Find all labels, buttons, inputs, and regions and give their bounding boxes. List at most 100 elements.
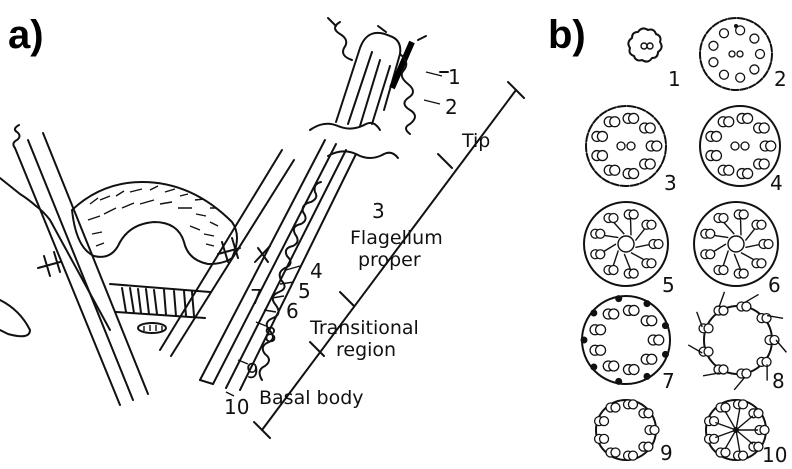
microtubule-doublet [640, 159, 656, 169]
dot [734, 24, 738, 28]
central-microtubule [627, 142, 635, 150]
fibre [719, 292, 724, 307]
left-basal-body [0, 125, 148, 405]
cross-section-1: 1 [628, 28, 680, 91]
cross-section-5: 5 [584, 202, 675, 297]
section-number: 4 [770, 171, 783, 195]
microtubule-triplet [714, 365, 728, 374]
microtubule-triplet [595, 434, 609, 443]
microtubule [709, 58, 718, 67]
microtubule [720, 70, 729, 79]
microtubule-doublet [737, 169, 753, 179]
microtubule-doublet [624, 269, 638, 278]
microtubule-triplet [705, 434, 719, 443]
transition-fibre [644, 300, 651, 307]
microtubule-doublet [642, 259, 656, 268]
central-microtubule [737, 51, 743, 57]
section-number: 5 [662, 273, 675, 297]
microtubule-doublet [701, 229, 715, 238]
microtubule-triplet [734, 400, 748, 409]
microtubule-triplet [624, 451, 638, 460]
level-number: 10 [224, 395, 249, 419]
panel-a-label: a) [8, 13, 44, 57]
region-label-tip: Tip [461, 130, 490, 152]
microtubule-doublet [624, 210, 638, 219]
microtubule-doublet [648, 335, 664, 345]
region-label-line: proper [358, 249, 421, 271]
fibre [703, 373, 719, 376]
section-number: 8 [772, 369, 785, 393]
spoke [613, 250, 618, 266]
level-number: 9 [246, 359, 259, 383]
transition-fibre [590, 310, 597, 317]
microtubule-doublet [623, 305, 639, 315]
microtubule-triplet [606, 403, 620, 412]
fibre [776, 340, 786, 352]
central-microtubule [741, 142, 749, 150]
microtubule-doublet [714, 265, 728, 274]
level-number: 7 [250, 285, 263, 309]
microtubule-doublet [604, 265, 618, 274]
level-number: 4 [310, 259, 323, 283]
level-number: 8 [264, 323, 277, 347]
microtubule-doublet [590, 345, 606, 355]
hub [733, 427, 739, 433]
basal-apparatus [38, 182, 240, 333]
section-number: 1 [668, 67, 681, 91]
microtubule [750, 65, 759, 74]
hub [728, 236, 744, 252]
microtubule-doublet [752, 259, 766, 268]
section-number: 10 [762, 443, 787, 467]
microtubule-doublet [706, 131, 722, 141]
fibre [697, 312, 703, 327]
fibre [745, 294, 759, 302]
microtubule-doublet [714, 214, 728, 223]
microtubule [750, 34, 759, 43]
transition-fibre [615, 378, 622, 385]
spoke [624, 254, 630, 270]
transition-fibre [581, 337, 588, 344]
section-number: 9 [660, 441, 673, 465]
microtubule-triplet [757, 314, 771, 323]
cross-section-10: 10 [705, 400, 788, 467]
microtubule-doublet [603, 309, 619, 319]
microtubule-triplet [714, 306, 728, 315]
microtubule-doublet [604, 214, 618, 223]
region-label-line: Flagellum [350, 227, 443, 249]
spoke [613, 221, 624, 234]
microtubule-doublet [592, 151, 608, 161]
microtubule-doublet [737, 113, 753, 123]
microtubule [756, 50, 765, 59]
cross-section-4: 4 [700, 106, 783, 195]
level-number: 3 [372, 199, 385, 223]
microtubule-doublet [603, 361, 619, 371]
microtubule [720, 29, 729, 38]
region-label-basal-body: Basal body [259, 387, 364, 409]
central-microtubule [731, 142, 739, 150]
central-microtubule [617, 142, 625, 150]
microtubule-triplet [749, 442, 763, 451]
microtubule-doublet [759, 240, 773, 249]
microtubule-triplet [624, 400, 638, 409]
transition-fibre [644, 373, 651, 380]
panel-b-label: b) [548, 13, 586, 57]
microtubule-triplet [595, 417, 609, 426]
microtubule-doublet [701, 250, 715, 259]
microtubule-triplet [705, 417, 719, 426]
transition-fibre [662, 351, 669, 358]
region-label-line: Transitional [309, 317, 419, 339]
cross-section-6: 6 [694, 202, 781, 297]
transition-fibre [662, 322, 669, 329]
microtubule-doublet [754, 159, 770, 169]
cross-section-7: 7 [581, 295, 675, 393]
microtubule-doublet [623, 169, 639, 179]
microtubule-doublet [591, 250, 605, 259]
cross-section-8: 8 [688, 292, 786, 393]
microtubule-doublet [718, 117, 734, 127]
hub [618, 236, 634, 252]
level-number: 6 [286, 299, 299, 323]
microtubule-doublet [642, 220, 656, 229]
spoke [723, 221, 734, 234]
longitudinal-section-diagram: 1 2 3 4 5 6 7 8 9 10 Tip Flagellum prope… [0, 18, 524, 438]
level-number: 2 [445, 95, 458, 119]
